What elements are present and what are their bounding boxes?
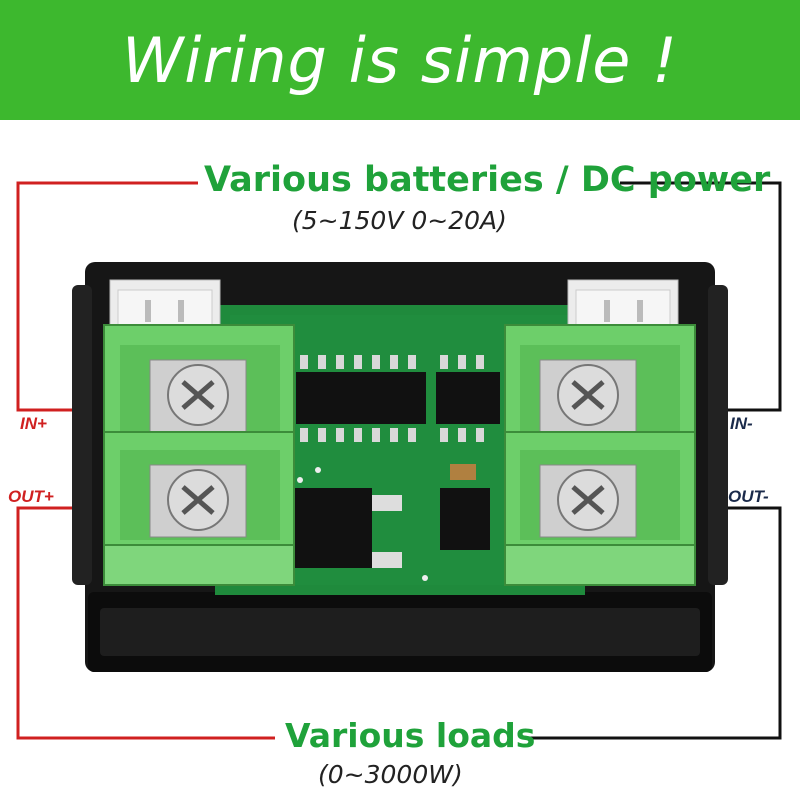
banner-title: Wiring is simple ! (121, 23, 679, 97)
power-source-label: Various batteries / DC power (204, 160, 771, 200)
terminal-label-in-plus: IN+ (20, 414, 47, 433)
chip-icon (436, 372, 500, 424)
wires (16, 181, 782, 740)
screw-terminal-icon (103, 324, 295, 436)
screw-terminal-icon (504, 324, 696, 436)
terminal-label-out-plus: OUT+ (8, 487, 54, 506)
title-banner: Wiring is simple ! (0, 0, 800, 120)
load-spec: (0~3000W) (318, 760, 463, 789)
wire-in-minus (620, 181, 782, 412)
screw-terminal-icon (103, 431, 295, 586)
wire-out-minus (528, 506, 782, 740)
chip-icon (296, 372, 426, 424)
wire-in-plus (16, 181, 198, 412)
load-label: Various loads (285, 716, 536, 755)
wire-out-plus (16, 506, 275, 740)
terminal-label-out-minus: OUT- (728, 487, 769, 506)
terminal-label-in-minus: IN- (730, 414, 753, 433)
screw-terminal-icon (504, 431, 696, 586)
power-source-spec: (5~150V 0~20A) (292, 206, 507, 235)
